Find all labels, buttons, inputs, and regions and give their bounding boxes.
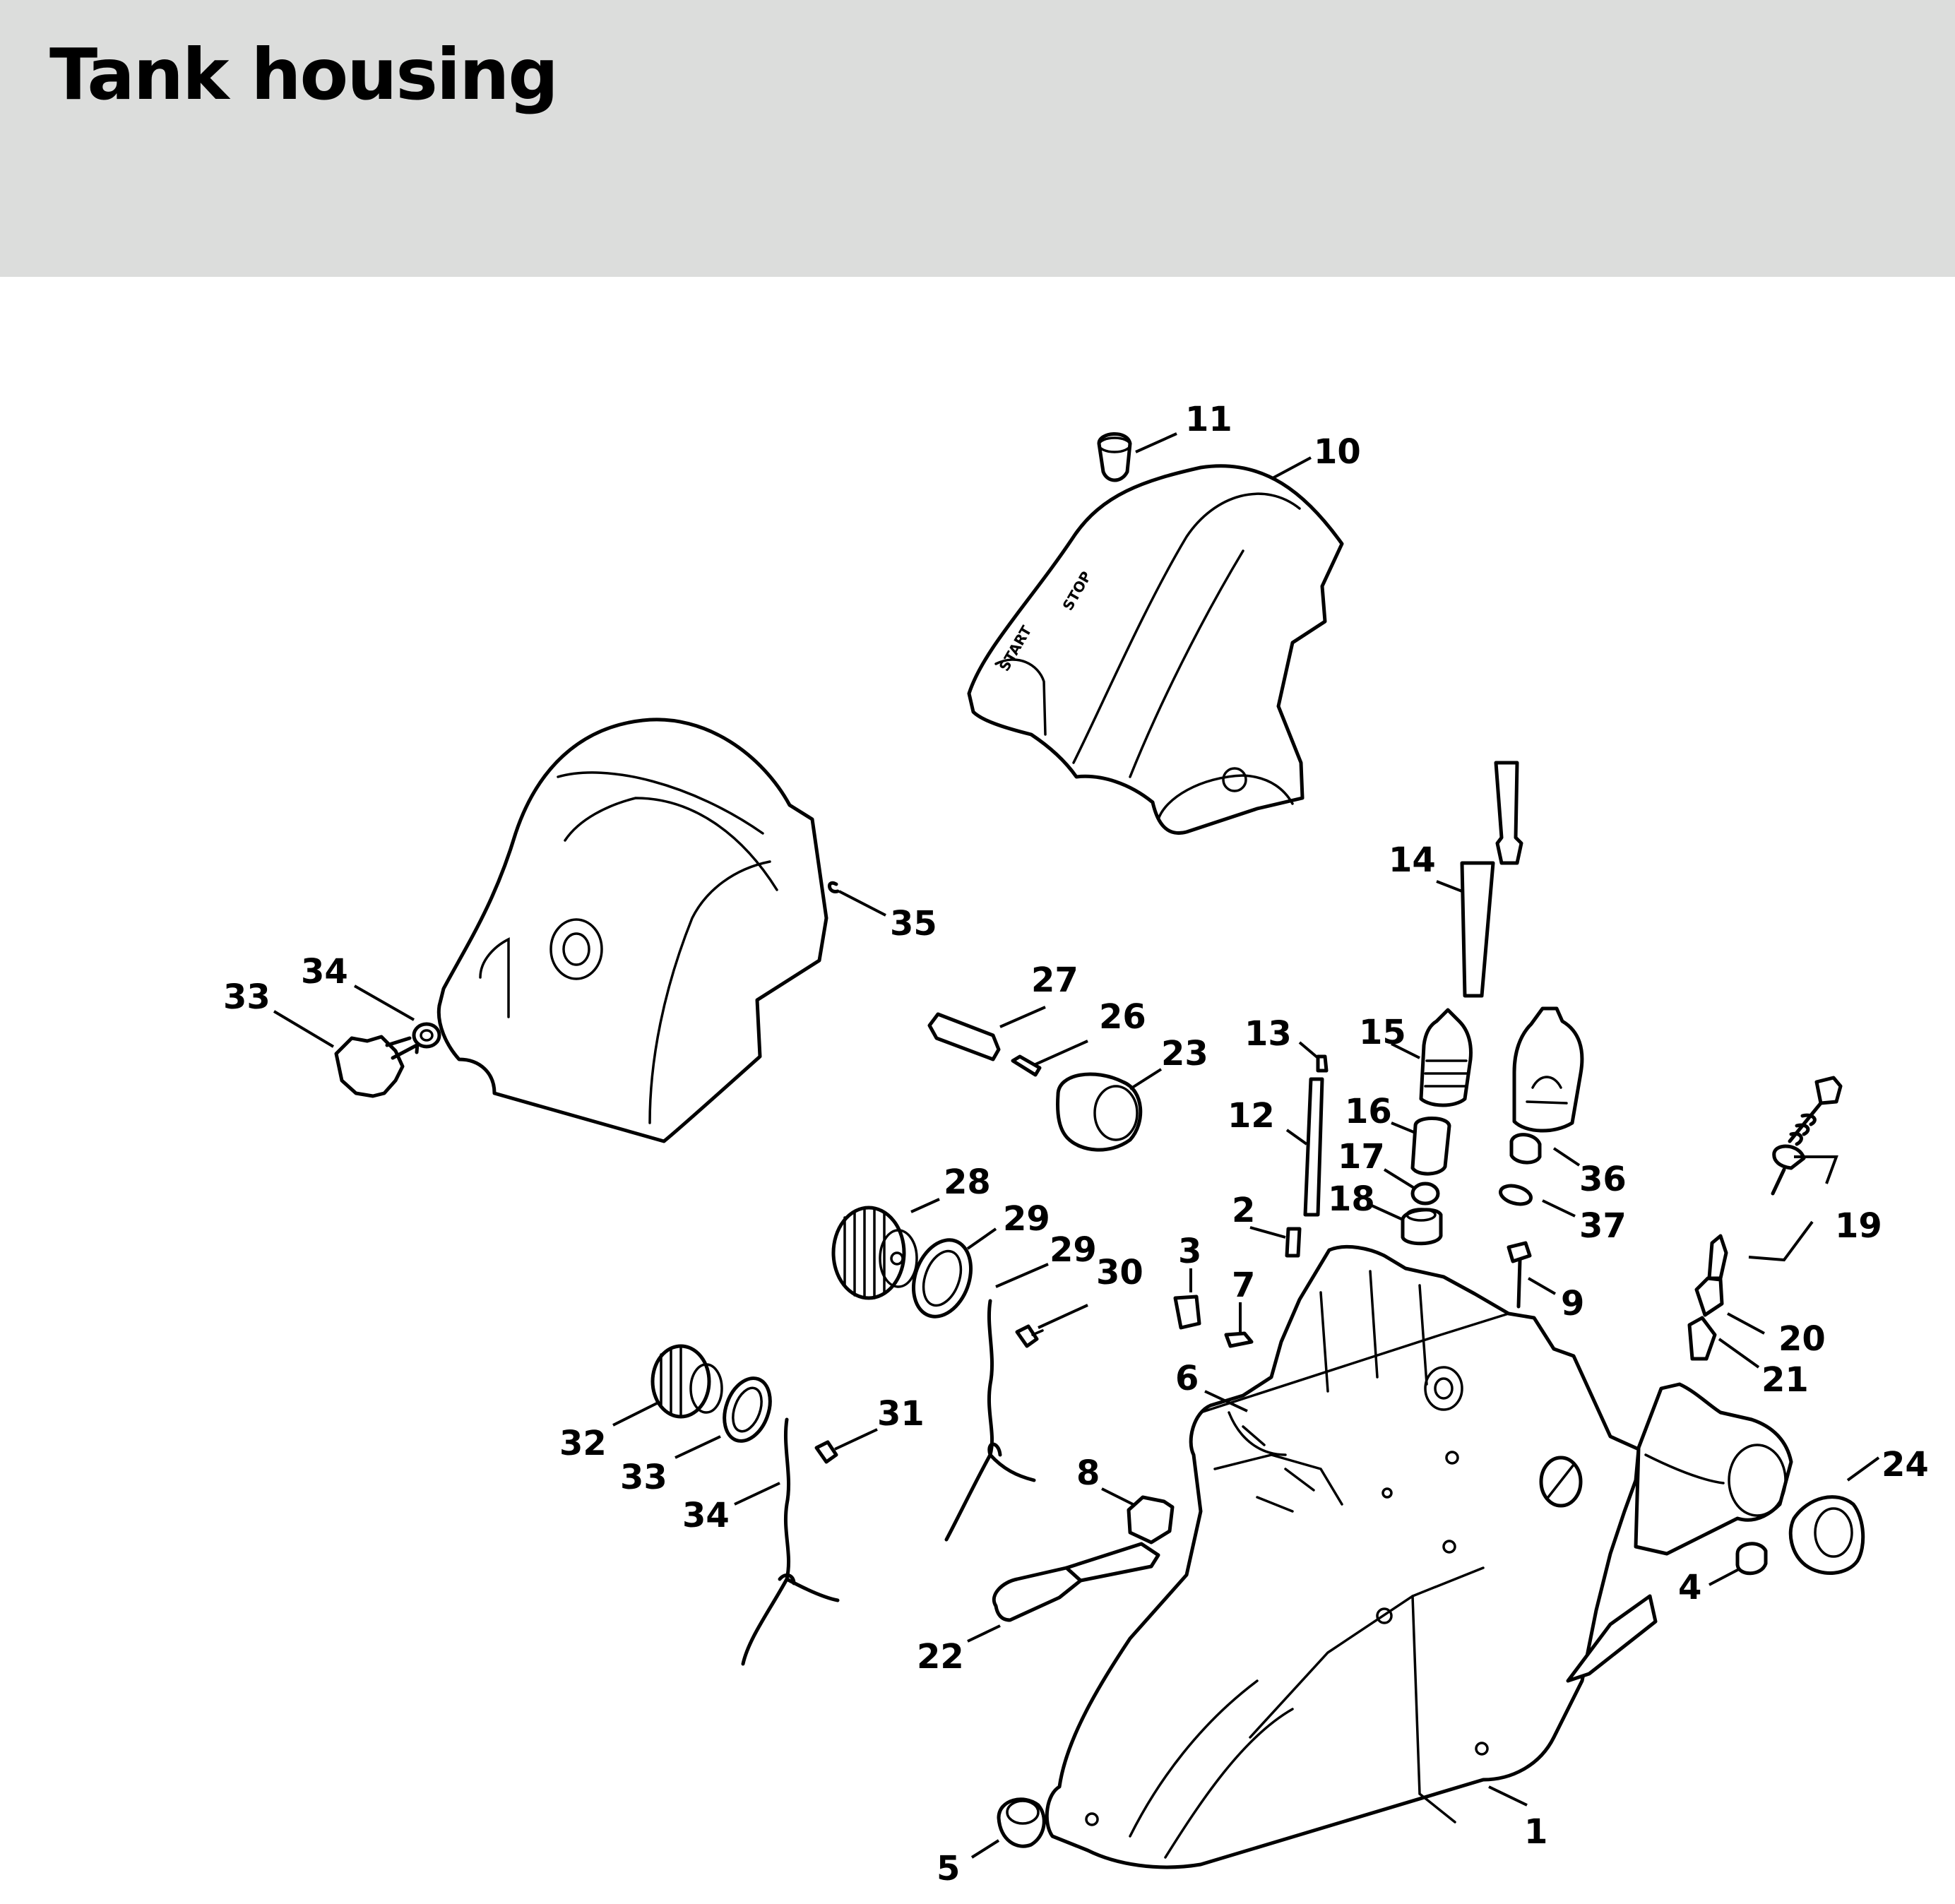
part-filter-large xyxy=(1512,1006,1584,1133)
part-8-block xyxy=(1127,1495,1175,1545)
part-4-plug xyxy=(1735,1542,1768,1576)
callout-27: 29 xyxy=(1003,1199,1050,1239)
part-23-bushing-right xyxy=(1788,1495,1865,1575)
callout-20: 20 xyxy=(1778,1319,1826,1359)
callout-21: 21 xyxy=(1761,1360,1809,1400)
callout-33: 33 xyxy=(223,977,271,1017)
part-1-tank-housing xyxy=(1045,1244,1641,1869)
part-34-nut xyxy=(412,1022,441,1049)
part-13-pin xyxy=(1316,1054,1329,1073)
part-16-cylinder xyxy=(1410,1117,1451,1176)
callout-labels: 11 10 35 33 34 27 26 23 14 13 12 15 16 1… xyxy=(223,400,1929,1888)
callout-23-top: 23 xyxy=(1161,1034,1208,1073)
callout-3: 3 xyxy=(1178,1232,1201,1271)
callout-24: 26 xyxy=(1099,997,1146,1037)
callout-35: 35 xyxy=(890,904,937,944)
part-28-chain xyxy=(944,1299,1036,1542)
callout-8: 8 xyxy=(1076,1453,1100,1493)
part-24-pin xyxy=(1011,1054,1042,1077)
leader-lines xyxy=(273,432,1880,1859)
callout-25: 27 xyxy=(1031,960,1078,1000)
part-large-cover xyxy=(436,718,828,1143)
callout-12: 12 xyxy=(1228,1096,1275,1136)
callout-9: 9 xyxy=(1561,1284,1584,1323)
part-9-screw xyxy=(1507,1241,1532,1309)
callout-5: 5 xyxy=(937,1849,960,1888)
callout-15: 15 xyxy=(1359,1013,1406,1052)
callout-26: 28 xyxy=(944,1162,991,1202)
callout-16: 16 xyxy=(1345,1092,1392,1131)
part-12-rod xyxy=(1303,1077,1324,1217)
part-22-tube xyxy=(992,1542,1160,1622)
callout-2: 2 xyxy=(1232,1191,1255,1230)
part-27-seal xyxy=(911,1238,973,1319)
part-7-plate xyxy=(1224,1331,1254,1348)
part-housing-tube-right xyxy=(1566,1382,1793,1683)
callout-29-lower: 31 xyxy=(877,1394,925,1434)
callout-22: 22 xyxy=(917,1637,964,1677)
part-10-cover: STOP START xyxy=(967,464,1344,835)
callout-14: 14 xyxy=(1389,840,1436,880)
header-band: Tank housing xyxy=(0,0,1955,277)
callout-7: 7 xyxy=(1232,1266,1255,1305)
callout-28: 29 xyxy=(1050,1230,1097,1270)
part-11-button xyxy=(1097,432,1132,482)
callout-4: 4 xyxy=(1678,1568,1701,1607)
part-5-plug xyxy=(997,1797,1046,1848)
part-25-bolt xyxy=(927,1012,1001,1061)
callout-23-right: 24 xyxy=(1882,1445,1929,1484)
part-14-tube xyxy=(1460,761,1523,998)
callout-6: 6 xyxy=(1175,1359,1199,1398)
callout-30: 32 xyxy=(559,1424,607,1463)
part-26-cap xyxy=(831,1206,918,1300)
callout-32: 34 xyxy=(682,1496,730,1535)
callout-13: 13 xyxy=(1244,1014,1292,1054)
callout-31: 33 xyxy=(620,1458,667,1497)
part-18-ring xyxy=(1401,1208,1443,1246)
callout-1: 1 xyxy=(1524,1812,1547,1852)
callout-29-upper: 30 xyxy=(1096,1253,1143,1292)
part-33-knob xyxy=(334,1033,420,1098)
part-29-screw-upper xyxy=(1015,1324,1044,1348)
callout-34: 34 xyxy=(301,952,348,992)
part-15-filter xyxy=(1419,1008,1473,1107)
page-title: Tank housing xyxy=(49,33,559,116)
part-19-plunger xyxy=(1771,1076,1843,1196)
part-32-chain xyxy=(741,1417,840,1666)
part-35-clip xyxy=(828,881,840,893)
part-31-seal xyxy=(723,1376,772,1443)
callout-19: 19 xyxy=(1835,1206,1882,1246)
part-3-sleeve xyxy=(1173,1295,1201,1330)
part-23-bushing-top xyxy=(1056,1072,1143,1152)
part-30-cap xyxy=(650,1344,723,1419)
part-17-cap xyxy=(1410,1182,1440,1206)
callout-11: 11 xyxy=(1185,400,1232,439)
part-29-screw-lower xyxy=(814,1440,838,1464)
callout-18: 18 xyxy=(1328,1179,1375,1219)
callout-10: 10 xyxy=(1314,432,1361,472)
part-37-ring xyxy=(1499,1184,1533,1206)
part-36-grommet xyxy=(1509,1133,1542,1165)
part-20-21-valve xyxy=(1687,1234,1728,1361)
part-2-nipple xyxy=(1285,1227,1302,1258)
callout-37: 37 xyxy=(1579,1206,1627,1246)
callout-36: 36 xyxy=(1579,1160,1627,1199)
callout-17: 17 xyxy=(1338,1137,1385,1177)
